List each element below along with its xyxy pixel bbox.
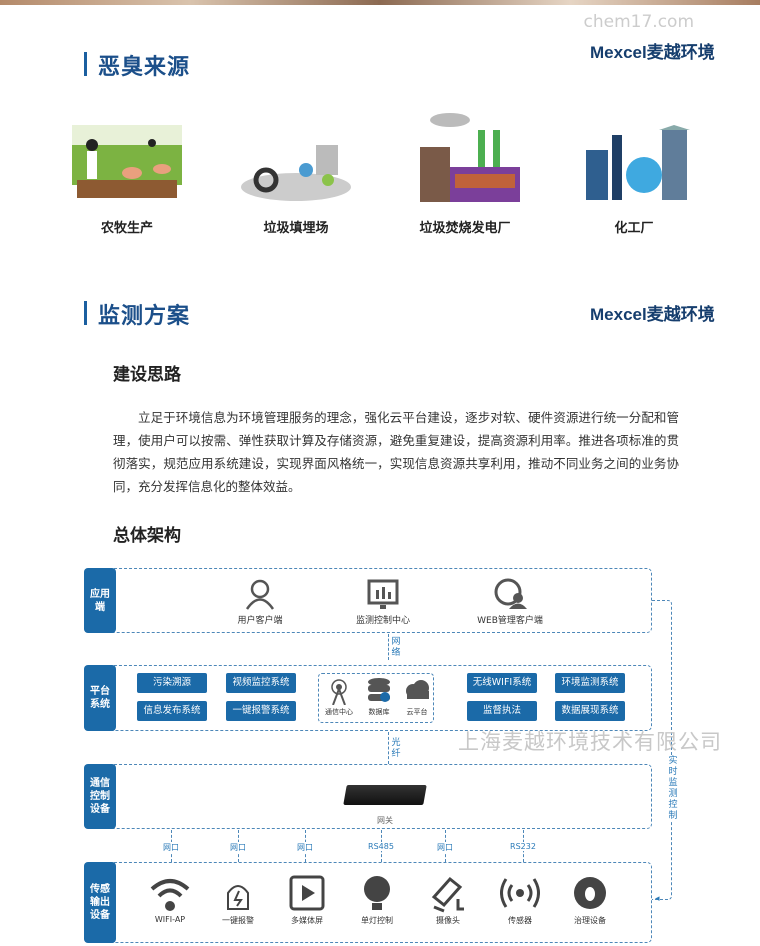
core-item-label: 云平台 — [406, 708, 428, 716]
camera-icon — [431, 876, 464, 913]
system-alarm[interactable]: 一键报警系统 — [226, 701, 296, 721]
link-fiber: 光纤 — [391, 738, 401, 759]
system-pollution-tracing[interactable]: 污染溯源 — [137, 673, 207, 693]
architecture-heading: 总体架构 — [113, 526, 181, 546]
device-camera: 摄像头 — [418, 873, 478, 926]
section-title-monitoring-plan: 监测方案 — [98, 304, 191, 329]
brand-logo: Mexcel麦越环境 — [590, 38, 715, 63]
system-env-monitoring[interactable]: 环境监测系统 — [555, 673, 625, 693]
gateway-device — [343, 785, 427, 805]
database: 数据库 — [360, 677, 398, 717]
device-label: 摄像头 — [436, 916, 460, 925]
port-label: 网口 — [285, 842, 325, 853]
realtime-control-loop — [652, 600, 672, 900]
monitor-chart-icon — [367, 579, 399, 609]
source-label: 垃圾焚烧发电厂 — [419, 221, 511, 236]
play-screen-icon — [289, 875, 325, 911]
farm-illustration — [72, 125, 182, 198]
chemical-plant-illustration — [586, 125, 690, 200]
gateway-label: 网关 — [377, 816, 393, 825]
landfill-illustration — [241, 145, 351, 201]
device-sensor: 传感器 — [490, 873, 550, 926]
layer-label: 平台系统 — [84, 665, 116, 731]
source-landfill: 垃圾填埋场 — [231, 125, 361, 236]
source-label: 农牧生产 — [100, 221, 153, 236]
web-client: WEB管理客户端 — [470, 578, 550, 626]
device-label: WIFI-AP — [154, 915, 186, 924]
arrow-left-icon: ◂ — [655, 894, 660, 904]
users-icon — [245, 579, 275, 610]
plant-illustration — [420, 113, 520, 202]
bug-treatment-icon — [574, 877, 606, 909]
app-item-label: WEB管理客户端 — [477, 616, 543, 626]
source-incineration-plant: 垃圾焚烧发电厂 — [400, 112, 530, 236]
bulb-icon — [364, 876, 390, 910]
core-services-group — [318, 673, 434, 723]
port-label: RS232 — [503, 842, 543, 851]
port-label: 网口 — [218, 842, 258, 853]
concept-heading: 建设思路 — [113, 365, 181, 385]
device-label: 传感器 — [508, 916, 532, 925]
device-lamp-control: 单灯控制 — [347, 873, 407, 926]
source-label: 垃圾填埋场 — [263, 221, 329, 236]
system-wifi[interactable]: 无线WIFI系统 — [467, 673, 537, 693]
app-item-label: 监测控制中心 — [355, 616, 410, 626]
core-item-label: 通信中心 — [325, 708, 353, 716]
device-label: 多媒体屏 — [291, 916, 323, 925]
layer-label: 通信控制设备 — [84, 764, 116, 829]
device-treatment: 治理设备 — [560, 873, 620, 926]
cloud-platform: 云平台 — [398, 677, 436, 717]
system-data-display[interactable]: 数据展现系统 — [555, 701, 625, 721]
cloud-icon — [406, 680, 429, 699]
device-media-screen: 多媒体屏 — [277, 873, 337, 926]
source-chemical-plant: 化工厂 — [569, 125, 699, 236]
device-alarm: 一键报警 — [208, 873, 268, 926]
system-video-monitoring[interactable]: 视频监控系统 — [226, 673, 296, 693]
logo-cn: 麦越环境 — [646, 305, 715, 325]
system-info-publish[interactable]: 信息发布系统 — [137, 701, 207, 721]
logo-latin: Mexcel — [590, 305, 647, 324]
app-item-label: 用户客户端 — [237, 616, 283, 626]
connector-line — [388, 634, 389, 660]
device-label: 单灯控制 — [361, 916, 393, 925]
site-watermark: chem17.com — [583, 12, 694, 32]
port-label: 网口 — [425, 842, 465, 853]
source-farming: 农牧生产 — [62, 125, 192, 236]
port-label: RS485 — [361, 842, 401, 851]
section-marker — [84, 52, 87, 76]
logo-latin: Mexcel — [590, 43, 647, 62]
section-title-odor-sources: 恶臭来源 — [98, 55, 191, 80]
device-label: 一键报警 — [222, 916, 254, 925]
wifi-icon — [150, 879, 190, 911]
connector-line — [388, 732, 389, 764]
source-label: 化工厂 — [614, 221, 654, 236]
core-item-label: 数据库 — [368, 708, 390, 716]
layer-label: 应用端 — [84, 568, 116, 633]
top-photo-strip — [0, 0, 760, 5]
comm-center: 通信中心 — [320, 677, 358, 717]
device-label: 治理设备 — [574, 916, 606, 925]
port-label: 网口 — [151, 842, 191, 853]
sensor-signal-icon — [500, 878, 540, 908]
port-connectors: 网口 网口 网口 RS485 网口 RS232 — [150, 830, 550, 862]
device-wifi-ap: WIFI-AP — [140, 873, 200, 924]
database-icon — [368, 678, 390, 702]
company-watermark: 上海麦越环境技术有限公司 — [458, 730, 722, 754]
user-client: 用户客户端 — [225, 578, 295, 626]
alarm-light-icon — [227, 885, 249, 910]
globe-user-icon — [494, 578, 527, 609]
brand-logo: Mexcel麦越环境 — [590, 300, 715, 325]
monitor-center: 监测控制中心 — [345, 578, 421, 626]
logo-cn: 麦越环境 — [646, 43, 715, 63]
layer-label: 传感输出设备 — [84, 862, 116, 943]
realtime-control-label: 实时监测控制 — [667, 756, 679, 822]
system-law-enforcement[interactable]: 监督执法 — [467, 701, 537, 721]
section-marker — [84, 301, 87, 325]
antenna-icon — [331, 679, 347, 706]
concept-paragraph: 立足于环境信息为环境管理服务的理念，强化云平台建设，逐步对软、硬件资源进行统一分… — [113, 410, 679, 494]
link-network: 网络 — [391, 637, 401, 658]
